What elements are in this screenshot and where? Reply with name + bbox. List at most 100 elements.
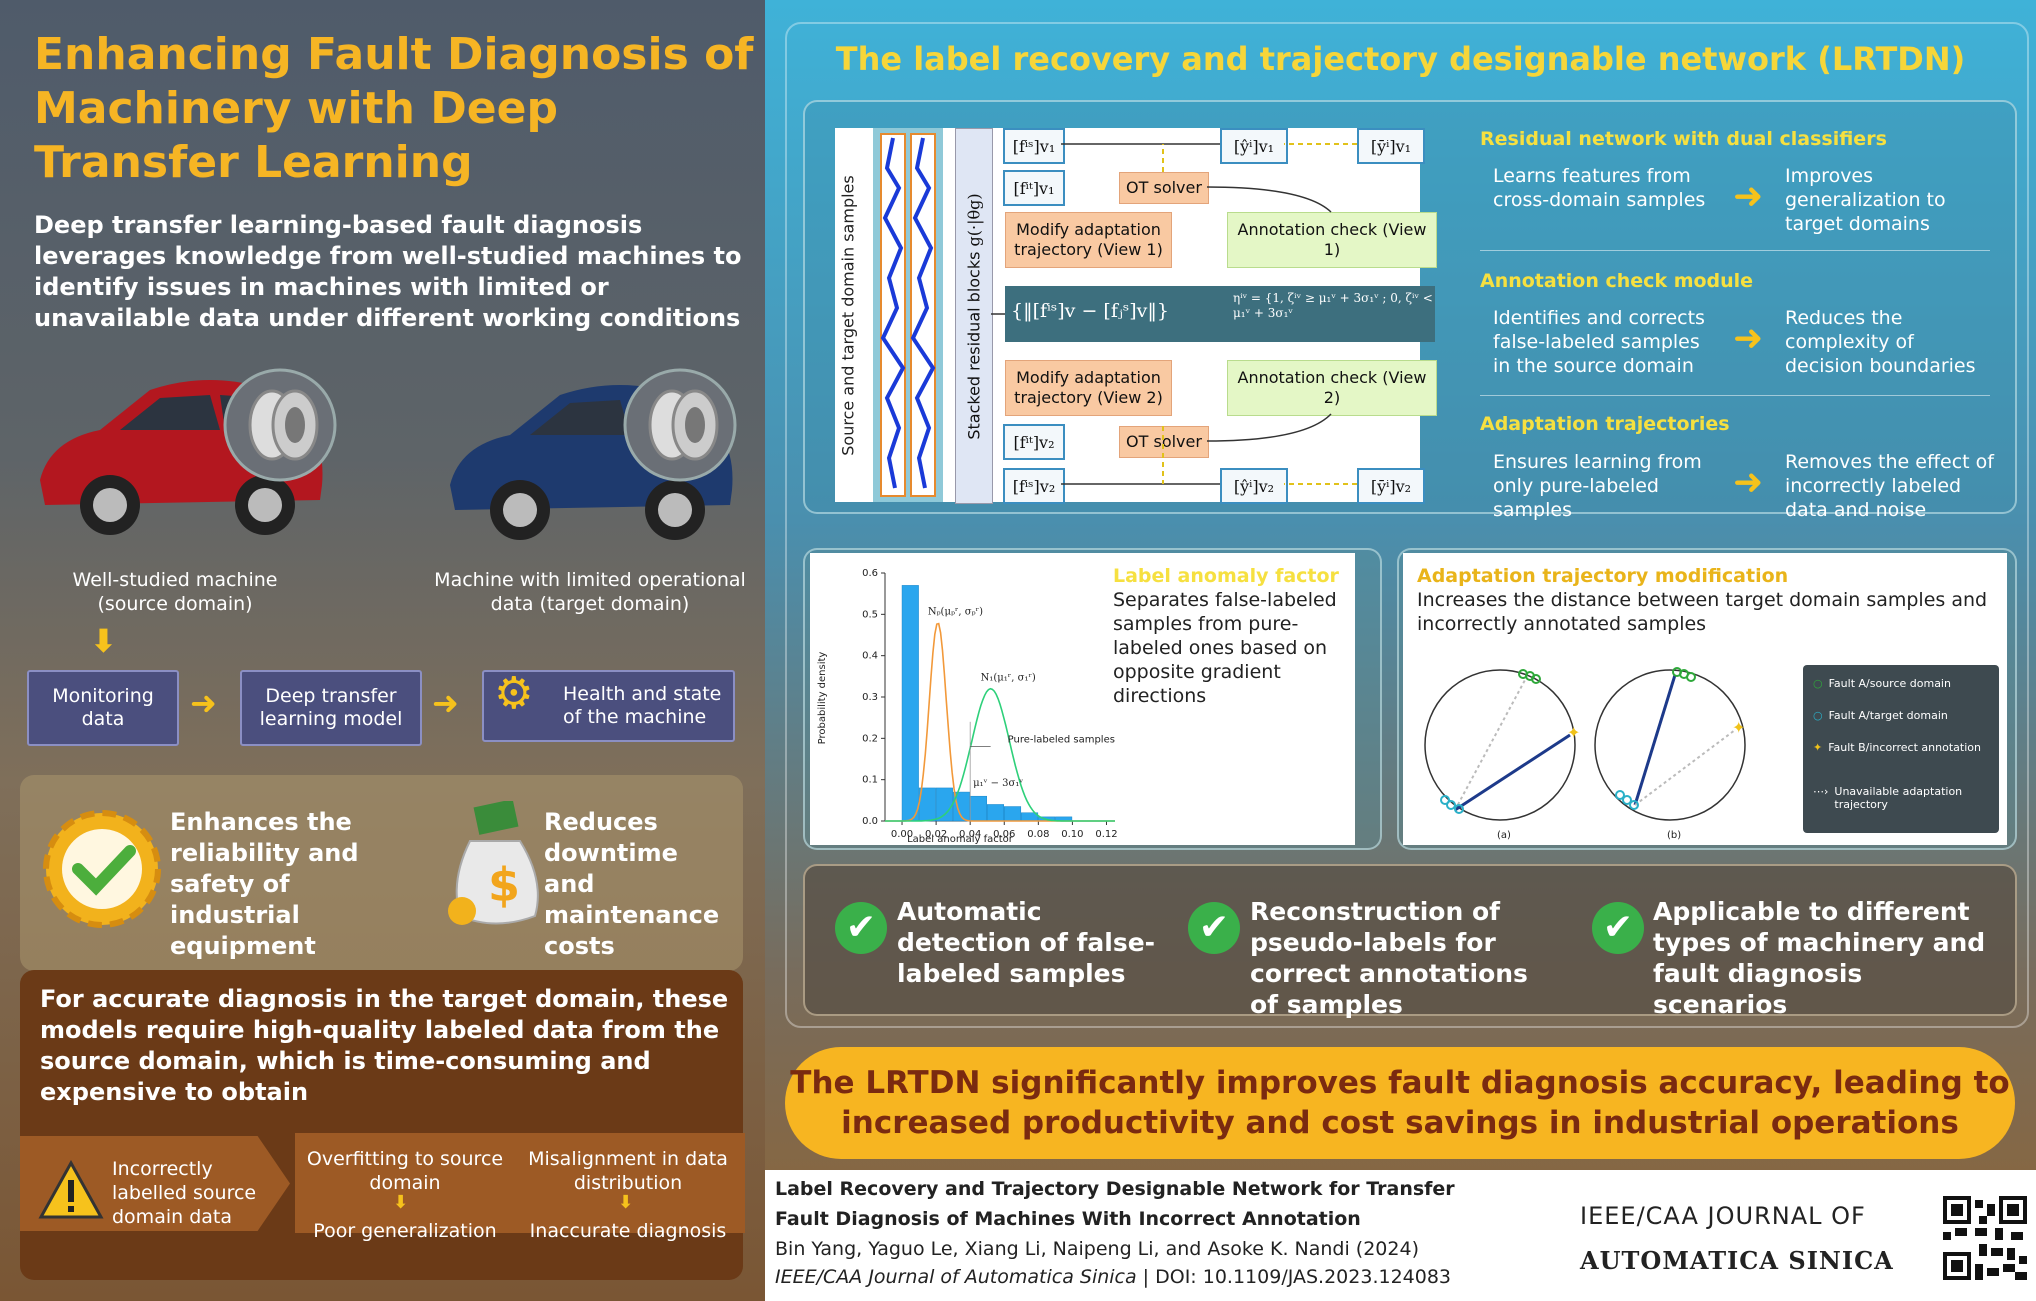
- check-icon: ✔: [835, 902, 887, 954]
- chart-xlabel: Label anomaly factor: [907, 834, 1014, 845]
- divider: [1480, 250, 1990, 251]
- divider: [1480, 395, 1990, 396]
- dotted-arrow-icon: ⋯›: [1813, 785, 1829, 798]
- formula-bar: {‖[fⁱˢ]v − [fⱼˢ]v‖} ηⁱᵛ = {1, ζⁱᵛ ≥ μ₁ᵛ …: [1005, 286, 1435, 342]
- health-label: Health and state of the machine: [563, 683, 722, 728]
- check-icon: ✔: [1188, 902, 1240, 954]
- section-text-trajectories-right: Removes the effect of incorrectly labele…: [1785, 451, 1994, 521]
- paper-authors: Bin Yang, Yaguo Le, Xiang Li, Naipeng Li…: [775, 1238, 1419, 1260]
- section-text-residual-left: Learns features from cross-domain sample…: [1493, 165, 1706, 211]
- y-tick-label: 0.1: [862, 775, 878, 786]
- annotation-check-view2: Annotation check (View 2): [1227, 360, 1437, 416]
- samples-label: Source and target domain samples: [838, 174, 858, 456]
- cause-main: Incorrectly labelled source domain data: [112, 1158, 257, 1228]
- pure-labeled-curve-label: N₁(μ₁ʳ, σ₁ʳ): [981, 673, 1036, 684]
- histogram-bar: [901, 585, 919, 822]
- false-labeled-curve-label: Nₚ(μₚʳ, σₚʳ): [928, 607, 983, 618]
- x-tick-label: 0.12: [1095, 829, 1117, 840]
- trajectory-title: Adaptation trajectory modification: [1417, 565, 1789, 587]
- lrtdn-title: The label recovery and trajectory design…: [835, 40, 1966, 78]
- cause-details-bg: [295, 1133, 745, 1233]
- x-tick-label: 0.06: [993, 829, 1015, 840]
- trajectory-label-b: (b): [1667, 830, 1681, 840]
- paper-citation: IEEE/CAA Journal of Automatica Sinica | …: [775, 1266, 1452, 1288]
- star-icon: ✦: [1813, 741, 1823, 754]
- down-arrow-icon: ⬇: [90, 622, 117, 660]
- cause-overfitting: Overfitting to source domain: [306, 1148, 504, 1194]
- check-text-1: Automatic detection of false-labeled sam…: [897, 897, 1156, 988]
- ot-solver-2: OT solver: [1119, 426, 1209, 458]
- warning-icon: [38, 1160, 104, 1219]
- monitoring-box: Monitoring data: [27, 670, 179, 746]
- chevron-right-icon: ➜: [1733, 462, 1764, 503]
- bearing-icon: [623, 368, 737, 482]
- journal-logo-bottom: AUTOMATICA SINICA: [1580, 1246, 1894, 1275]
- trajectory-circles: ✦ ✦ (a) (b): [1424, 667, 1746, 840]
- feature-target-view1: [fⁱᵗ]v₁: [1003, 170, 1065, 206]
- section-text-annotation-right: Reduces the complexity of decision bound…: [1785, 307, 1976, 377]
- modify-trajectory-view2: Modify adaptation trajectory (View 2): [1005, 360, 1172, 416]
- cause-misalignment: Misalignment in data distribution: [528, 1148, 728, 1194]
- anomaly-chart-bg: [810, 553, 1355, 845]
- intro-text: Deep transfer learning-based fault diagn…: [34, 211, 742, 332]
- y-tick-label: 0.4: [862, 651, 878, 662]
- x-tick-label: 0.02: [925, 829, 947, 840]
- trajectory-text: Increases the distance between target do…: [1417, 589, 1988, 635]
- chevron-right-icon: ➜: [1733, 176, 1764, 217]
- paper-title-line1: Label Recovery and Trajectory Designable…: [775, 1178, 1455, 1200]
- section-title-residual: Residual network with dual classifiers: [1480, 128, 1887, 150]
- norm-formula: {‖[fⁱˢ]v − [fⱼˢ]v‖}: [1011, 300, 1170, 322]
- section-text-trajectories-left: Ensures learning from only pure-labeled …: [1493, 451, 1702, 521]
- cause-poor-generalization: Poor generalization: [313, 1220, 497, 1242]
- gear-check-icon: [43, 810, 161, 928]
- footer: Label Recovery and Trajectory Designable…: [765, 1170, 2036, 1301]
- journal-logo-top: IEEE/CAA JOURNAL OF: [1580, 1202, 1866, 1230]
- source-caption: Well-studied machine (source domain): [72, 569, 278, 615]
- cause-inaccurate-diagnosis: Inaccurate diagnosis: [529, 1220, 727, 1242]
- anomaly-chart: Probability density Label anomaly factor…: [817, 568, 1118, 845]
- main-title: Enhancing Fault Diagnosis of Machinery w…: [34, 29, 754, 188]
- x-tick-label: 0.00: [891, 829, 913, 840]
- residual-blocks: Stacked residual blocks g(·|θg): [955, 128, 993, 504]
- section-title-trajectories: Adaptation trajectories: [1480, 413, 1730, 435]
- check-text-3: Applicable to different types of machine…: [1653, 897, 1986, 1019]
- right-arrow-icon: ➜: [432, 684, 459, 722]
- histogram-bar: [969, 795, 987, 822]
- down-arrow-icon: ⬇: [618, 1192, 634, 1213]
- health-box: ⚙ Health and state of the machine: [482, 670, 735, 742]
- anomaly-text: Separates false-labeled samples from pur…: [1113, 589, 1337, 707]
- trajectory-legend: ○Fault A/source domain ○Fault A/target d…: [1803, 665, 1999, 833]
- annotation-check-view1: Annotation check (View 1): [1227, 212, 1437, 268]
- benefits-panel: Enhances the reliability and safety of i…: [20, 775, 743, 971]
- legend-item: ○Fault A/target domain: [1813, 709, 1948, 722]
- problem-text: For accurate diagnosis in the target dom…: [40, 985, 729, 1106]
- right-frame: [785, 22, 2029, 1028]
- chart-ylabel: Probability density: [817, 652, 828, 745]
- network-diagram: Source and target domain samples Stacked…: [835, 128, 1437, 504]
- anomaly-title: Label anomaly factor: [1113, 565, 1339, 587]
- bearing-icon: [223, 368, 337, 482]
- feature-target-view2: [fⁱᵗ]v₂: [1003, 424, 1065, 460]
- y-tick-label: 0.2: [862, 733, 878, 744]
- modify-trajectory-view1: Modify adaptation trajectory (View 1): [1005, 212, 1172, 268]
- histogram-bar: [1004, 806, 1022, 822]
- x-tick-label: 0.08: [1027, 829, 1049, 840]
- histogram-bar: [935, 787, 953, 822]
- y-tick-label: 0.0: [862, 816, 878, 827]
- y-tick-label: 0.3: [862, 692, 878, 703]
- legend-item: ⋯›Unavailable adaptation trajectory: [1813, 785, 1963, 811]
- right-arrow-icon: ➜: [190, 684, 217, 722]
- gear-icon: ⚙: [494, 668, 534, 719]
- right-panel: The label recovery and trajectory design…: [765, 0, 2036, 1301]
- circle-icon: ○: [1813, 677, 1823, 690]
- target-caption: Machine with limited operational data (t…: [434, 569, 746, 615]
- feature-source-view1: [fⁱˢ]v₁: [1003, 128, 1065, 164]
- eta-formula: ηⁱᵛ = {1, ζⁱᵛ ≥ μ₁ᵛ + 3σ₁ᵛ ; 0, ζⁱᵛ < μ₁…: [1233, 291, 1433, 320]
- prediction-view2: [ŷⁱ]v₂: [1220, 468, 1288, 504]
- svg-text:✦: ✦: [1567, 723, 1580, 742]
- legend-item: ✦Fault B/incorrect annotation: [1813, 741, 1981, 754]
- prediction-view1: [ŷⁱ]v₁: [1220, 128, 1288, 164]
- check-icon: ✔: [1592, 902, 1644, 954]
- x-tick-label: 0.04: [959, 829, 981, 840]
